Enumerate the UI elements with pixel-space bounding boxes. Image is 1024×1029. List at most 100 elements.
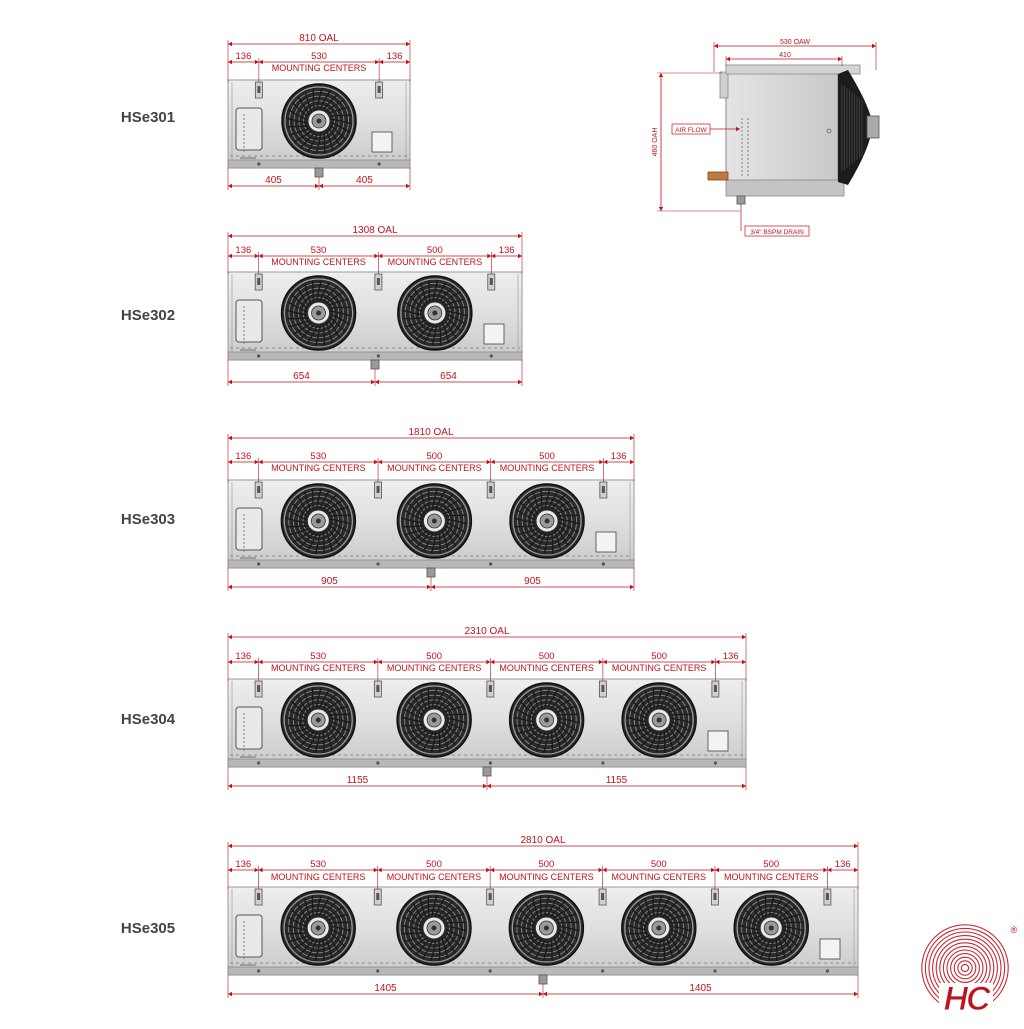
dimension-arrow <box>726 56 730 62</box>
dimension-arrow <box>630 459 634 465</box>
side-drip-tray <box>725 179 845 197</box>
mounting-slot <box>825 893 829 900</box>
dimension-arrow <box>431 584 435 590</box>
fan-guard <box>397 275 473 351</box>
logo-text: HC <box>943 980 991 1018</box>
dimension-arrow <box>823 867 828 873</box>
dimension-arrow <box>228 459 232 465</box>
oal-suffix: OAL <box>319 33 339 44</box>
mounting-centers-label: MOUNTING CENTERS <box>387 663 482 673</box>
dimension-arrow <box>603 459 608 465</box>
dimension-arrow <box>543 991 547 997</box>
dimension-arrow <box>406 59 410 65</box>
half-dimension-label: 654 <box>293 371 310 382</box>
fan-grille-ring <box>404 282 465 344</box>
electrical-box <box>235 914 263 958</box>
fan-guard <box>396 682 472 758</box>
half-dimension-label: 905 <box>524 576 541 587</box>
fan-guard <box>509 483 585 559</box>
logo-ring <box>950 953 980 983</box>
dimension-arrow <box>228 584 232 590</box>
model-title: HSe301 <box>121 109 175 126</box>
fan-grille-ring <box>303 105 335 137</box>
fan-grille-ring <box>512 486 582 556</box>
dimension-arrow <box>379 59 384 65</box>
fan-grille-ring <box>302 297 335 329</box>
mounting-bolt <box>257 562 261 566</box>
electrical-box <box>235 507 263 551</box>
fan-guard <box>280 682 356 758</box>
dimension-arrow <box>228 659 232 665</box>
fan-hub-center <box>315 717 321 723</box>
segment-dimension-label: 530 <box>310 859 326 870</box>
oal-dimension-label: 1810 OAL <box>408 427 453 438</box>
electrical-box <box>235 706 263 750</box>
fan-grille-ring <box>642 912 675 944</box>
fan-grille-ring <box>624 893 694 963</box>
dimension-arrow <box>375 379 379 385</box>
electrical-box <box>235 107 263 151</box>
fan-grille-ring <box>521 495 573 547</box>
dimension-arrow <box>427 584 431 590</box>
fan-grille-ring <box>521 902 572 954</box>
fan-hub-center <box>432 310 438 316</box>
segment-dimension-label: 136 <box>235 859 251 870</box>
dimension-arrow <box>371 379 375 385</box>
side-cabinet <box>725 72 839 182</box>
fan-grille-ring <box>288 282 349 344</box>
dimension-arrow <box>374 253 379 259</box>
dimension-arrow <box>258 59 263 65</box>
mounting-centers-label: MOUNTING CENTERS <box>387 463 482 473</box>
dimension-arrow <box>254 59 259 65</box>
mounting-bolt <box>376 761 380 765</box>
mounting-bolt <box>257 761 261 765</box>
mounting-centers-label: MOUNTING CENTERS <box>272 63 367 73</box>
fan-grille-ring <box>418 704 450 736</box>
fan-hub-center <box>543 925 549 931</box>
fan-hub-center <box>544 518 550 524</box>
fan-grille-ring <box>511 893 582 963</box>
dimension-arrow <box>854 991 858 997</box>
fan-grille-ring <box>288 897 349 959</box>
dimension-arrow <box>228 59 232 65</box>
segment-dimension-label: 136 <box>236 51 252 62</box>
side-drain-fitting <box>736 195 746 205</box>
dimension-arrow <box>518 233 522 239</box>
half-dimension-label: 654 <box>440 371 457 382</box>
fan-grille-ring <box>302 505 335 537</box>
segment-dimension-label: 500 <box>426 859 442 870</box>
fan-hub-center <box>315 925 321 931</box>
fan-grille-ring <box>399 685 469 755</box>
mounting-slot <box>488 893 492 900</box>
dimension-arrow <box>491 253 496 259</box>
dimension-arrow <box>258 867 263 873</box>
fan-grille-ring <box>530 912 563 944</box>
fan-guard <box>280 275 357 351</box>
mounting-slot <box>713 685 717 692</box>
half-dimension-label: 1405 <box>689 983 712 994</box>
dimension-arrow <box>377 659 382 665</box>
fan-grille-ring <box>745 902 797 954</box>
mounting-centers-label: MOUNTING CENTERS <box>387 872 482 882</box>
mounting-bolt <box>376 969 380 973</box>
fan-hub-center <box>656 717 662 723</box>
mounting-bolt <box>601 562 605 566</box>
fan-guard <box>281 83 357 159</box>
segment-dimension-label: 530 <box>310 651 326 662</box>
dimension-arrow <box>711 659 716 665</box>
fan-grille-ring <box>293 495 344 547</box>
fan-grille-ring <box>629 689 690 751</box>
dimension-arrow <box>838 56 842 62</box>
oah-dimension-label: 460 OAH <box>652 128 659 157</box>
dimension-arrow <box>483 783 487 789</box>
mounting-centers-label: MOUNTING CENTERS <box>271 663 366 673</box>
mounting-centers-label: MOUNTING CENTERS <box>612 872 707 882</box>
dimension-arrow <box>518 253 522 259</box>
fan-guard <box>508 682 585 758</box>
hc-logo: HC® <box>921 924 1018 1019</box>
dimension-arrow <box>714 43 718 49</box>
segment-dimension-label: 136 <box>723 651 739 662</box>
